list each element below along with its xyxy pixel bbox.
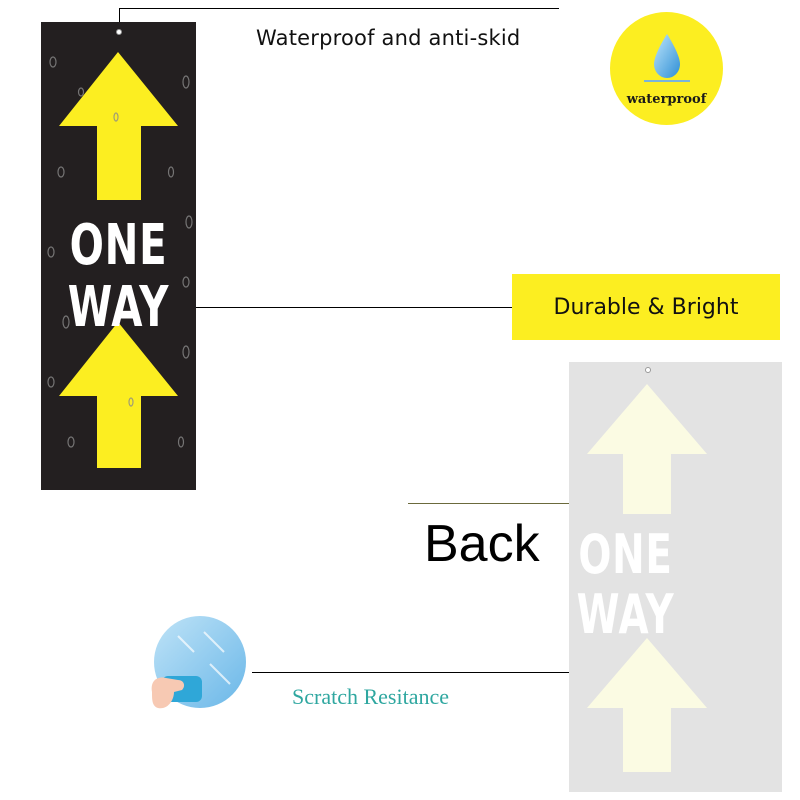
water-droplets bbox=[47, 56, 193, 448]
front-sign-line2: WAY bbox=[67, 275, 170, 340]
durable-badge: Durable & Bright bbox=[512, 274, 780, 340]
front-sign: ONE WAY bbox=[41, 22, 196, 490]
hang-hole bbox=[116, 29, 122, 35]
scratch-label: Scratch Resitance bbox=[292, 684, 449, 709]
connector-line-durable bbox=[196, 307, 512, 308]
front-arrows bbox=[47, 52, 193, 468]
connector-line-waterproof bbox=[119, 8, 559, 9]
waterproof-badge: waterproof bbox=[610, 12, 723, 125]
back-arrows bbox=[587, 384, 707, 772]
back-label: Back bbox=[424, 515, 540, 573]
front-sign-line1: ONE bbox=[69, 213, 168, 278]
connector-line-scratch bbox=[252, 672, 569, 673]
hang-hole bbox=[645, 367, 651, 373]
water-drop-icon bbox=[644, 34, 690, 82]
waterproof-badge-text: waterproof bbox=[626, 92, 707, 107]
back-sign: ONE WAY bbox=[569, 362, 782, 792]
connector-line-waterproof bbox=[119, 8, 120, 30]
back-sign-line2: WAY bbox=[576, 583, 675, 646]
up-arrow-icon bbox=[59, 52, 178, 200]
hand-wipe-icon bbox=[151, 616, 246, 709]
up-arrow-icon bbox=[587, 384, 707, 514]
connector-line-back bbox=[408, 503, 569, 504]
back-sign-line1: ONE bbox=[578, 523, 673, 586]
waterproof-label: Waterproof and anti-skid bbox=[256, 26, 521, 50]
up-arrow-icon bbox=[59, 322, 178, 468]
up-arrow-icon bbox=[587, 638, 707, 772]
durable-label: Durable & Bright bbox=[553, 294, 739, 320]
scratch-badge bbox=[148, 614, 252, 718]
